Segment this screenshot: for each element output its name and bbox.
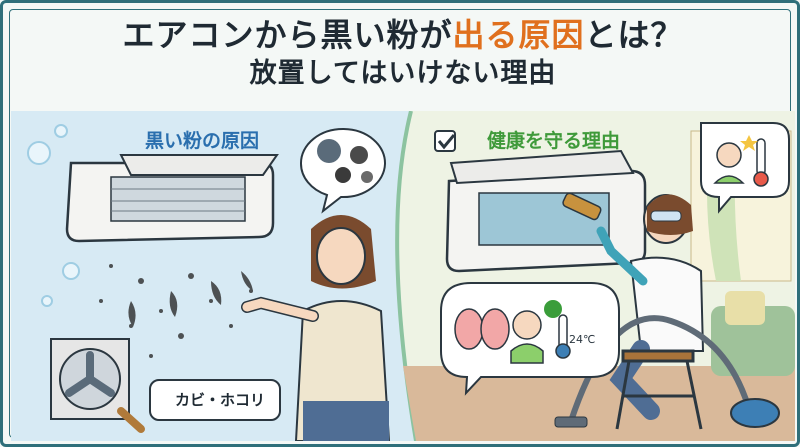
left-panel-label: 黒い粉の原因 <box>145 130 260 152</box>
woman-coughing <box>241 215 391 441</box>
illustration-panels <box>11 111 795 441</box>
title-block: エアコンから黒い粉が出る原因とは？ 放置してはいけない理由 <box>3 15 797 93</box>
air-conditioner-left <box>65 154 279 243</box>
health-speech-bubble <box>440 282 620 396</box>
black-dust <box>94 264 253 358</box>
subtitle: 放置してはいけない理由 <box>249 58 557 89</box>
vacuum-cleaner <box>554 315 780 428</box>
temperature-label: 24℃ <box>569 333 596 346</box>
step-stool <box>615 349 703 430</box>
bubble <box>62 262 80 280</box>
right-panel-label: 健康を守る理由 <box>487 130 621 152</box>
germ-speech-bubble <box>299 128 386 214</box>
bubble <box>54 124 68 138</box>
magnifier-fan <box>50 338 145 433</box>
cleaning-brush <box>562 192 602 221</box>
floor <box>403 366 795 441</box>
main-title: エアコンから黒い粉が出る原因とは？ <box>122 16 684 54</box>
sofa-cushion <box>725 291 765 325</box>
cause-badge: カビ・ホコリ <box>149 379 281 421</box>
comfort-speech-bubble <box>700 122 790 214</box>
bubble <box>27 141 51 165</box>
title-highlight: 出る原因 <box>452 16 585 54</box>
bubble <box>41 295 53 307</box>
checkbox-icon <box>434 130 456 152</box>
